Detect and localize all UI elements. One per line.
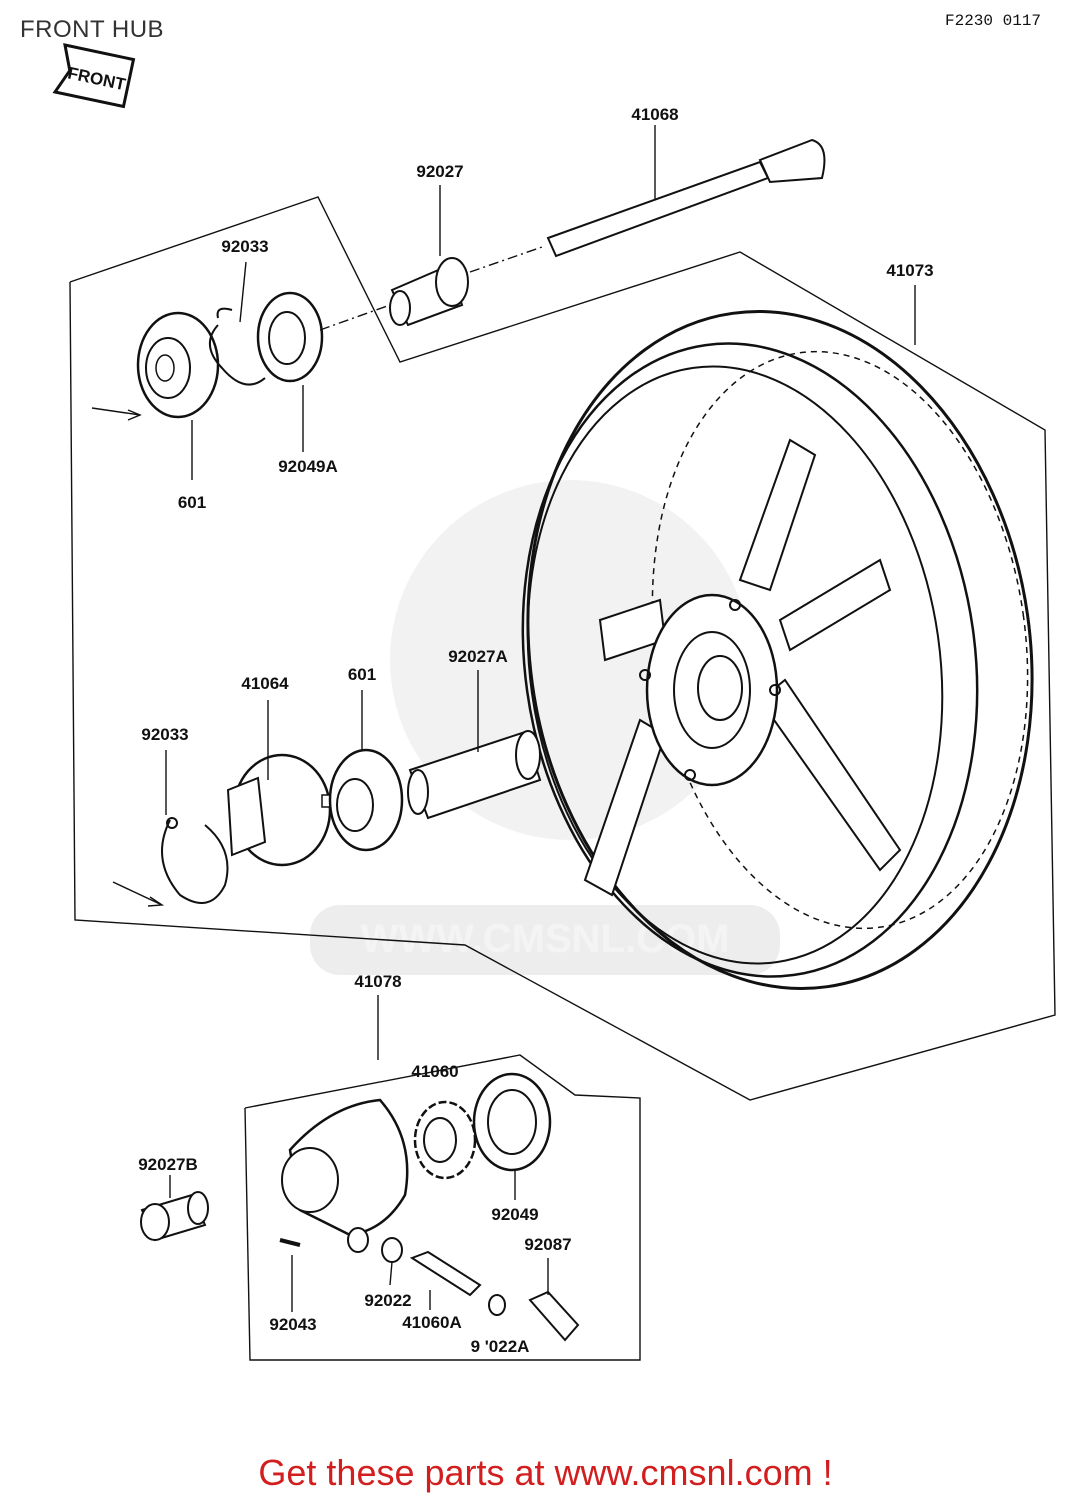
- drive-41064: [226, 700, 333, 867]
- gearbox-41078: [281, 995, 409, 1253]
- wheel-41073: [521, 285, 1034, 990]
- label-41064: 41064: [241, 674, 289, 693]
- label-92033-mid: 92033: [141, 725, 188, 744]
- footer-link[interactable]: Get these parts at www.cmsnl.com !: [258, 1452, 833, 1493]
- label-92049A: 92049A: [278, 457, 338, 476]
- seal-92049: [472, 1072, 552, 1200]
- label-92027B: 92027B: [138, 1155, 198, 1174]
- page-title: FRONT HUB: [20, 16, 165, 43]
- label-41060: 41060: [411, 1062, 458, 1081]
- axle-41068: [546, 125, 826, 258]
- washer-92022: [381, 1237, 403, 1286]
- circlip-92033-mid: [161, 750, 229, 904]
- label-92049: 92049: [491, 1205, 538, 1224]
- label-41073: 41073: [886, 261, 933, 280]
- label-92022: 92022: [364, 1291, 411, 1310]
- label-92043: 92043: [269, 1315, 316, 1334]
- gear-box-outline: [244, 1054, 641, 1361]
- label-41060A: 41060A: [402, 1313, 462, 1332]
- pin-92043: [279, 1238, 301, 1312]
- label-41068: 41068: [631, 105, 678, 124]
- diagram-code: F2230 0117: [945, 12, 1042, 30]
- label-601-mid: 601: [348, 665, 376, 684]
- gear-41060: [413, 1100, 477, 1180]
- collar-92027B: [140, 1175, 209, 1242]
- front-arrow-icon: FRONT: [52, 43, 136, 109]
- collar-92027: [389, 185, 546, 327]
- label-92027: 92027: [416, 162, 463, 181]
- shaft-41060A: [409, 1250, 482, 1310]
- label-92027A: 92027A: [448, 647, 508, 666]
- label-92033-top: 92033: [221, 237, 268, 256]
- circlip-92033-top: [209, 261, 266, 386]
- seal-92049A: [256, 291, 391, 452]
- bushing-92087: [528, 1258, 580, 1342]
- assembly-outline: [69, 196, 1056, 1101]
- washer-92022A: [488, 1294, 506, 1316]
- label-601-top: 601: [178, 493, 206, 512]
- bearing-601-mid: [328, 690, 404, 852]
- label-41078: 41078: [354, 972, 401, 991]
- bearing-601-top: [136, 311, 220, 480]
- label-92022A: 9 '022A: [471, 1337, 530, 1356]
- spacer-92027A: [407, 670, 542, 820]
- label-92087: 92087: [524, 1235, 571, 1254]
